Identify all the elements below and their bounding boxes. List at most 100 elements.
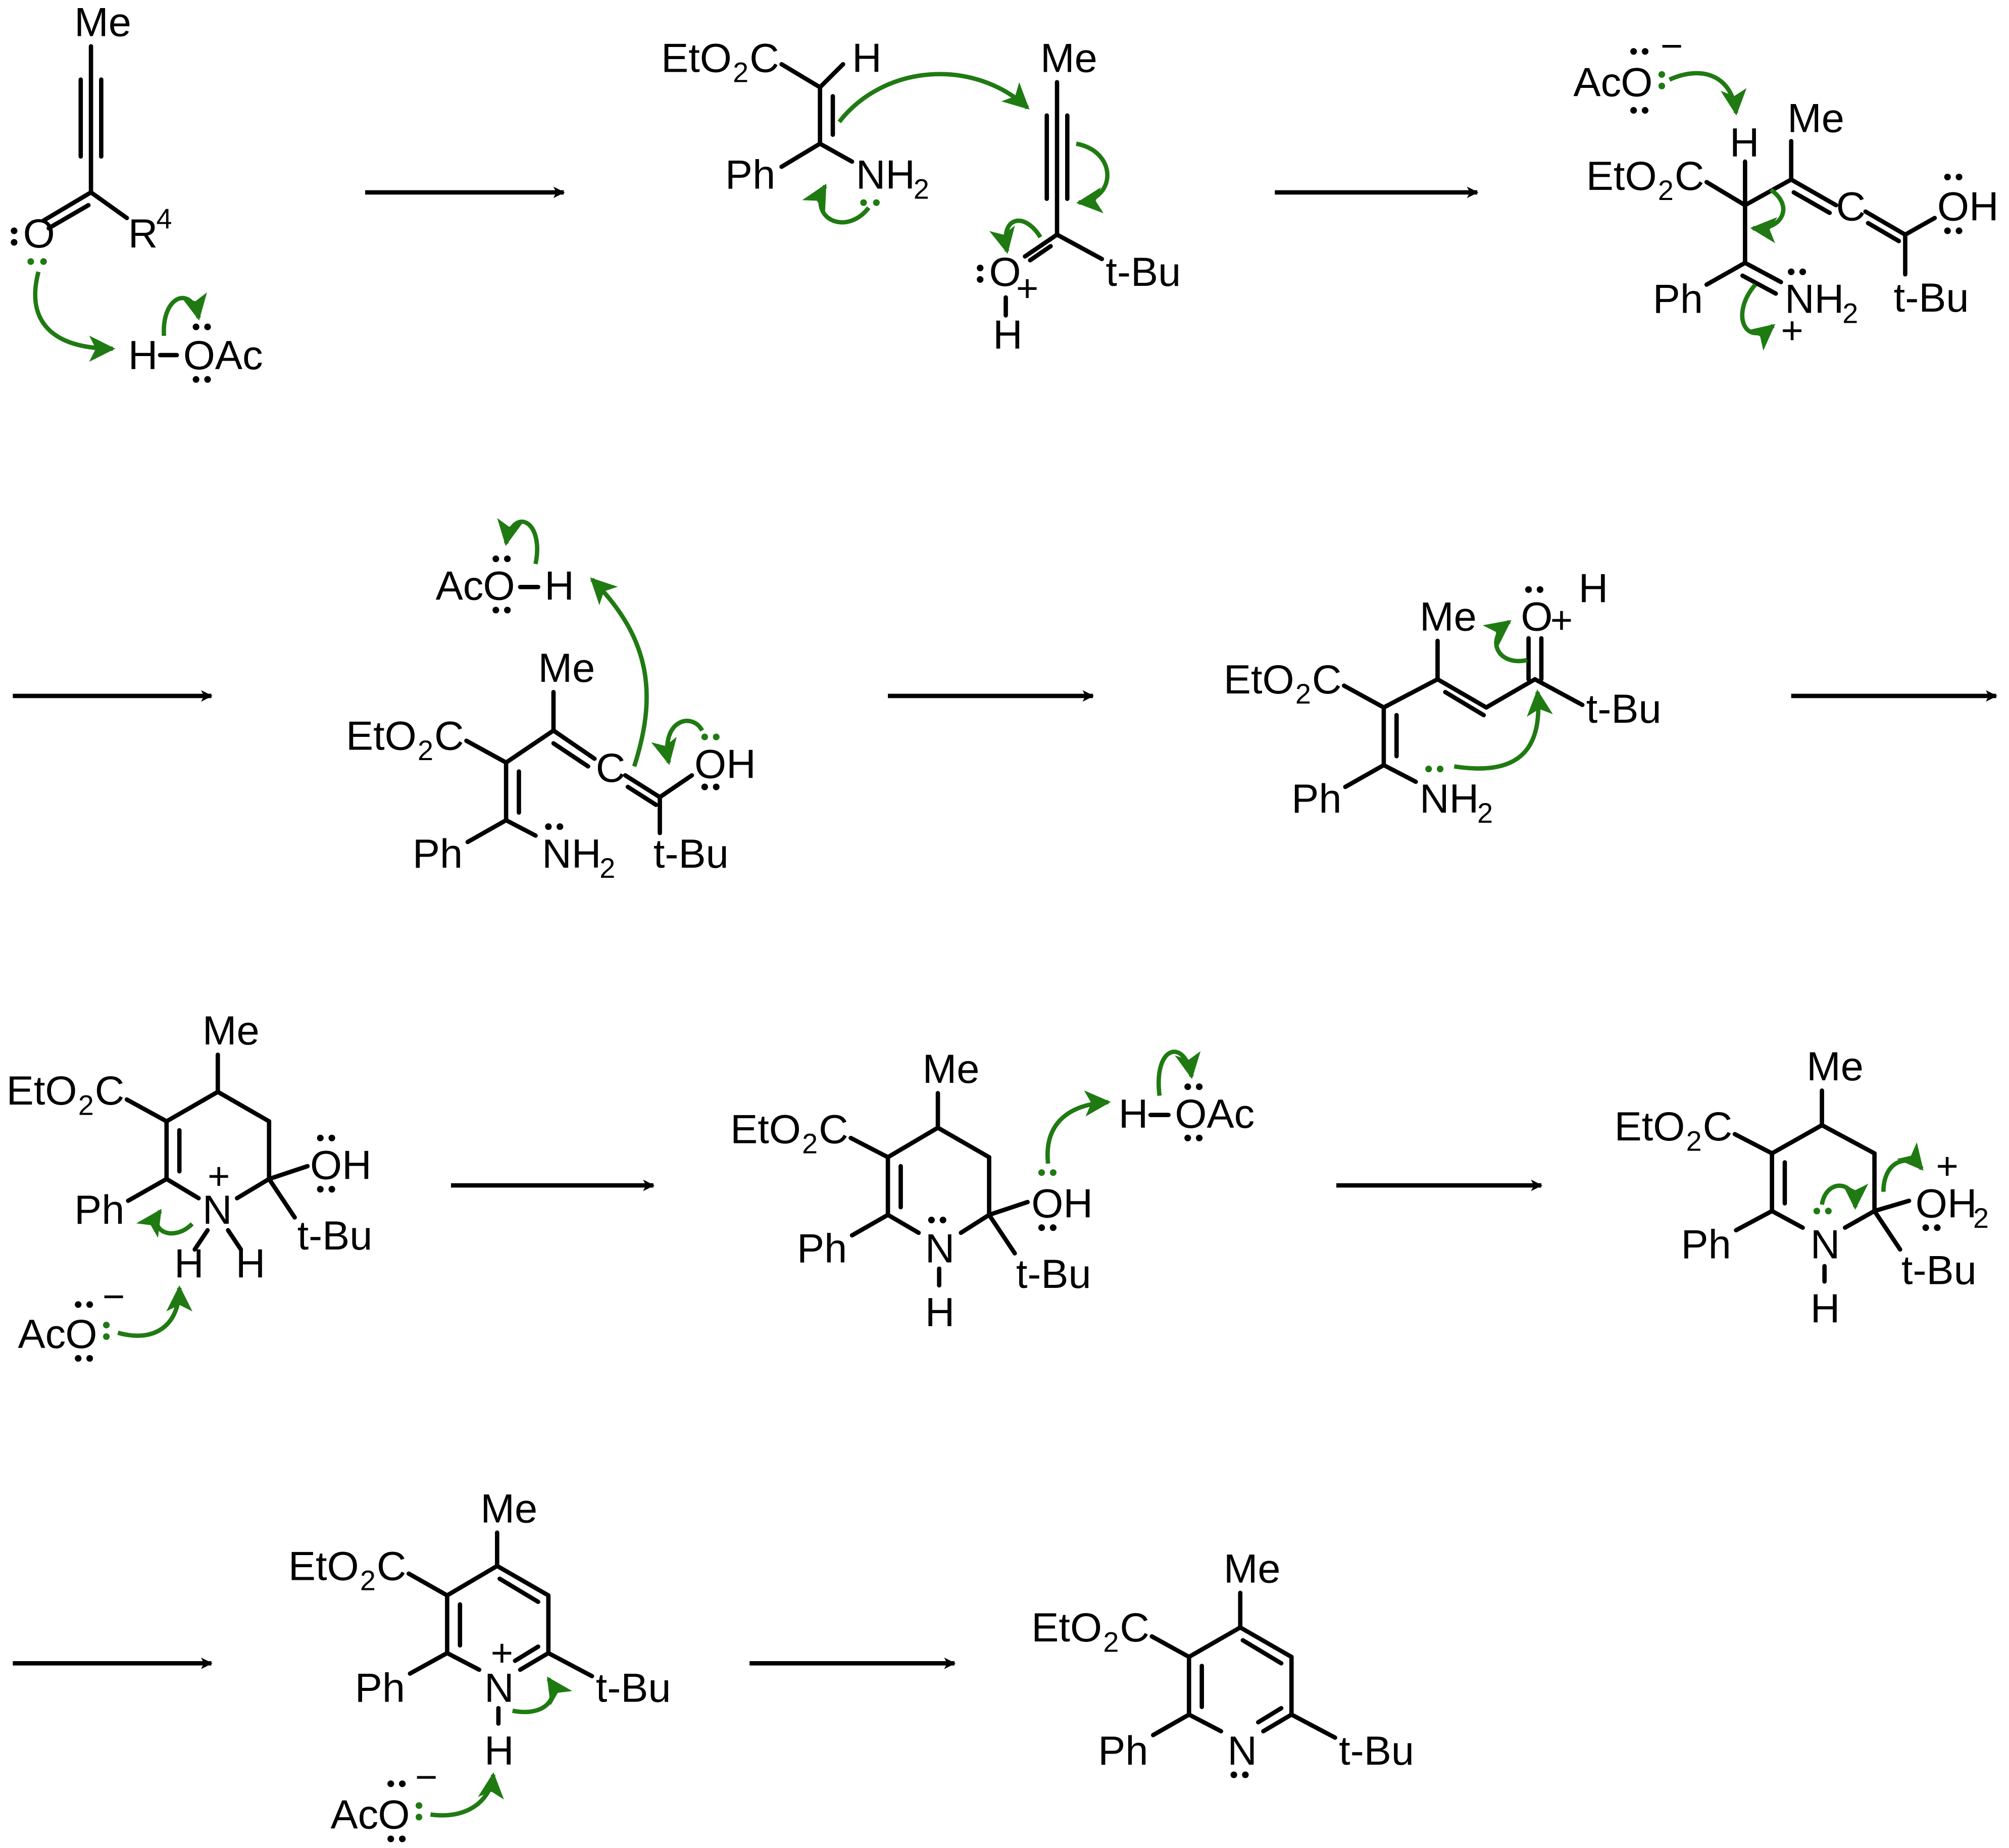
label-charge-plus: + <box>491 1631 513 1674</box>
label-c: C <box>1312 657 1342 703</box>
label-h: H <box>544 564 574 609</box>
label-h: H <box>174 1241 204 1287</box>
curly-arrow-n-lone-pair <box>802 183 871 225</box>
label-ph: Ph <box>797 1226 847 1271</box>
label-eto: EtO <box>1031 1605 1102 1651</box>
label-me: Me <box>203 1008 260 1054</box>
label-eto-subscript: 2 <box>1686 1125 1702 1157</box>
label-ac: Ac <box>436 564 484 609</box>
label-t-bu: t-Bu <box>596 1665 671 1711</box>
label-me: Me <box>923 1046 980 1092</box>
label-h: H <box>1579 566 1609 612</box>
label-o: O <box>378 1792 410 1838</box>
label-n: N <box>1811 1222 1840 1268</box>
label-me: Me <box>538 645 595 691</box>
label-nh: NH <box>1785 276 1844 322</box>
curly-arrow-acetate-deprotonation <box>117 1285 193 1338</box>
label-c: C <box>1120 1605 1149 1651</box>
label-ph: Ph <box>1098 1728 1148 1774</box>
label-t-bu: t-Bu <box>1894 275 1969 321</box>
curly-arrow-alkene-attack <box>837 72 1030 123</box>
curly-arrow-h-o-bond <box>1157 1050 1201 1096</box>
label-o: O <box>483 564 515 609</box>
label-o: O <box>23 211 55 257</box>
label-charge-plus: + <box>1550 599 1573 642</box>
label-oh: OH <box>1937 184 1999 230</box>
label-n: N <box>925 1226 955 1271</box>
label-ph: Ph <box>74 1187 124 1233</box>
label-ac: Ac <box>1573 60 1621 106</box>
curly-arrow-cyclization <box>1453 689 1553 771</box>
label-h: H <box>484 1728 514 1774</box>
label-eto-subscript: 2 <box>360 1565 376 1596</box>
curly-arrow-acetate-deprotonation <box>430 1772 504 1818</box>
label-me: Me <box>1806 1044 1864 1089</box>
label-nh-subscript: 2 <box>1477 797 1493 829</box>
label-n: N <box>203 1187 232 1233</box>
label-nh-subscript: 2 <box>1842 297 1858 329</box>
label-me: Me <box>1040 35 1097 81</box>
curly-arrow-c-o-bond <box>989 218 1042 254</box>
label-charge-plus: + <box>1936 1144 1958 1187</box>
label-charge-minus: − <box>415 1756 437 1799</box>
curly-arrow-oh-bond <box>497 518 539 565</box>
label-oac: OAc <box>1175 1091 1254 1137</box>
label-charge-plus: + <box>208 1155 230 1198</box>
label-n: N <box>484 1665 514 1711</box>
curly-arrow-o-to-h <box>33 271 116 362</box>
label-h: H <box>1811 1286 1840 1332</box>
label-r-superscript: 4 <box>157 203 172 234</box>
curly-arrow-co-bond <box>1482 620 1528 663</box>
reaction-arrows <box>13 186 1997 1669</box>
label-oh: OH <box>694 741 756 787</box>
label-h: H <box>993 312 1023 358</box>
structure-3-iminium-allenol: Ac O − EtO 2 C H Me C OH t-Bu <box>1573 25 1998 352</box>
label-eto-subscript: 2 <box>733 57 748 88</box>
label-me: Me <box>480 1486 537 1531</box>
label-c: C <box>95 1068 125 1114</box>
label-t-bu: t-Bu <box>1339 1728 1414 1774</box>
structure-10-pyridine-product: Me EtO 2 C N Ph t-Bu <box>1031 1546 1414 1778</box>
label-ph: Ph <box>1291 776 1341 822</box>
label-o: O <box>1521 594 1552 640</box>
label-c: C <box>749 35 779 81</box>
label-oh: OH <box>310 1142 372 1188</box>
label-oac: OAc <box>183 333 263 378</box>
curly-arrow-o-to-h <box>1045 1090 1111 1164</box>
label-h: H <box>128 333 158 378</box>
label-ac: Ac <box>18 1312 66 1357</box>
label-charge-plus: + <box>1016 267 1038 310</box>
label-eto-subscript: 2 <box>1103 1626 1119 1658</box>
label-eto: EtO <box>730 1107 801 1152</box>
label-oh: OH <box>1031 1181 1093 1226</box>
label-eto: EtO <box>1586 154 1657 199</box>
label-me: Me <box>74 0 131 45</box>
label-eto: EtO <box>7 1068 77 1114</box>
curly-arrow-protonation <box>590 577 649 767</box>
curly-arrow-acetate-deprotonation <box>1668 71 1747 116</box>
label-charge-minus: − <box>1661 25 1683 68</box>
label-eto: EtO <box>1224 657 1294 703</box>
label-oh-subscript: 2 <box>1973 1202 1989 1234</box>
label-oh: OH <box>1916 1181 1977 1226</box>
label-me: Me <box>1787 96 1844 141</box>
curly-arrow-triple-bond <box>1076 141 1110 214</box>
structure-7-dihydropyridine-hemiaminal: Me EtO 2 C N H Ph OH t-Bu H OAc <box>730 1046 1254 1335</box>
label-ph: Ph <box>355 1665 405 1711</box>
label-o: O <box>1621 60 1652 106</box>
curly-arrow-nh-bond <box>136 1209 194 1238</box>
label-t-bu: t-Bu <box>297 1213 373 1259</box>
label-n: N <box>1227 1728 1257 1774</box>
label-c: C <box>596 745 626 791</box>
structure-9-pyridinium: Me EtO 2 C N + H Ph t-Bu Ac O − <box>288 1486 671 1842</box>
label-c: C <box>1836 184 1866 230</box>
structure-4-enamine-allenol: Ac O H Me EtO 2 C C OH t-Bu Ph <box>346 518 756 884</box>
label-nh: NH <box>1420 776 1479 822</box>
structure-5-oxonium-dienone: Me EtO 2 C t-Bu O + H Ph NH 2 <box>1224 566 1662 829</box>
label-c: C <box>434 713 464 759</box>
label-c: C <box>1675 154 1704 199</box>
label-t-bu: t-Bu <box>654 831 729 877</box>
label-me: Me <box>1420 594 1477 640</box>
curly-arrow-h-o-bond <box>162 292 207 336</box>
label-charge-minus: − <box>103 1275 125 1318</box>
